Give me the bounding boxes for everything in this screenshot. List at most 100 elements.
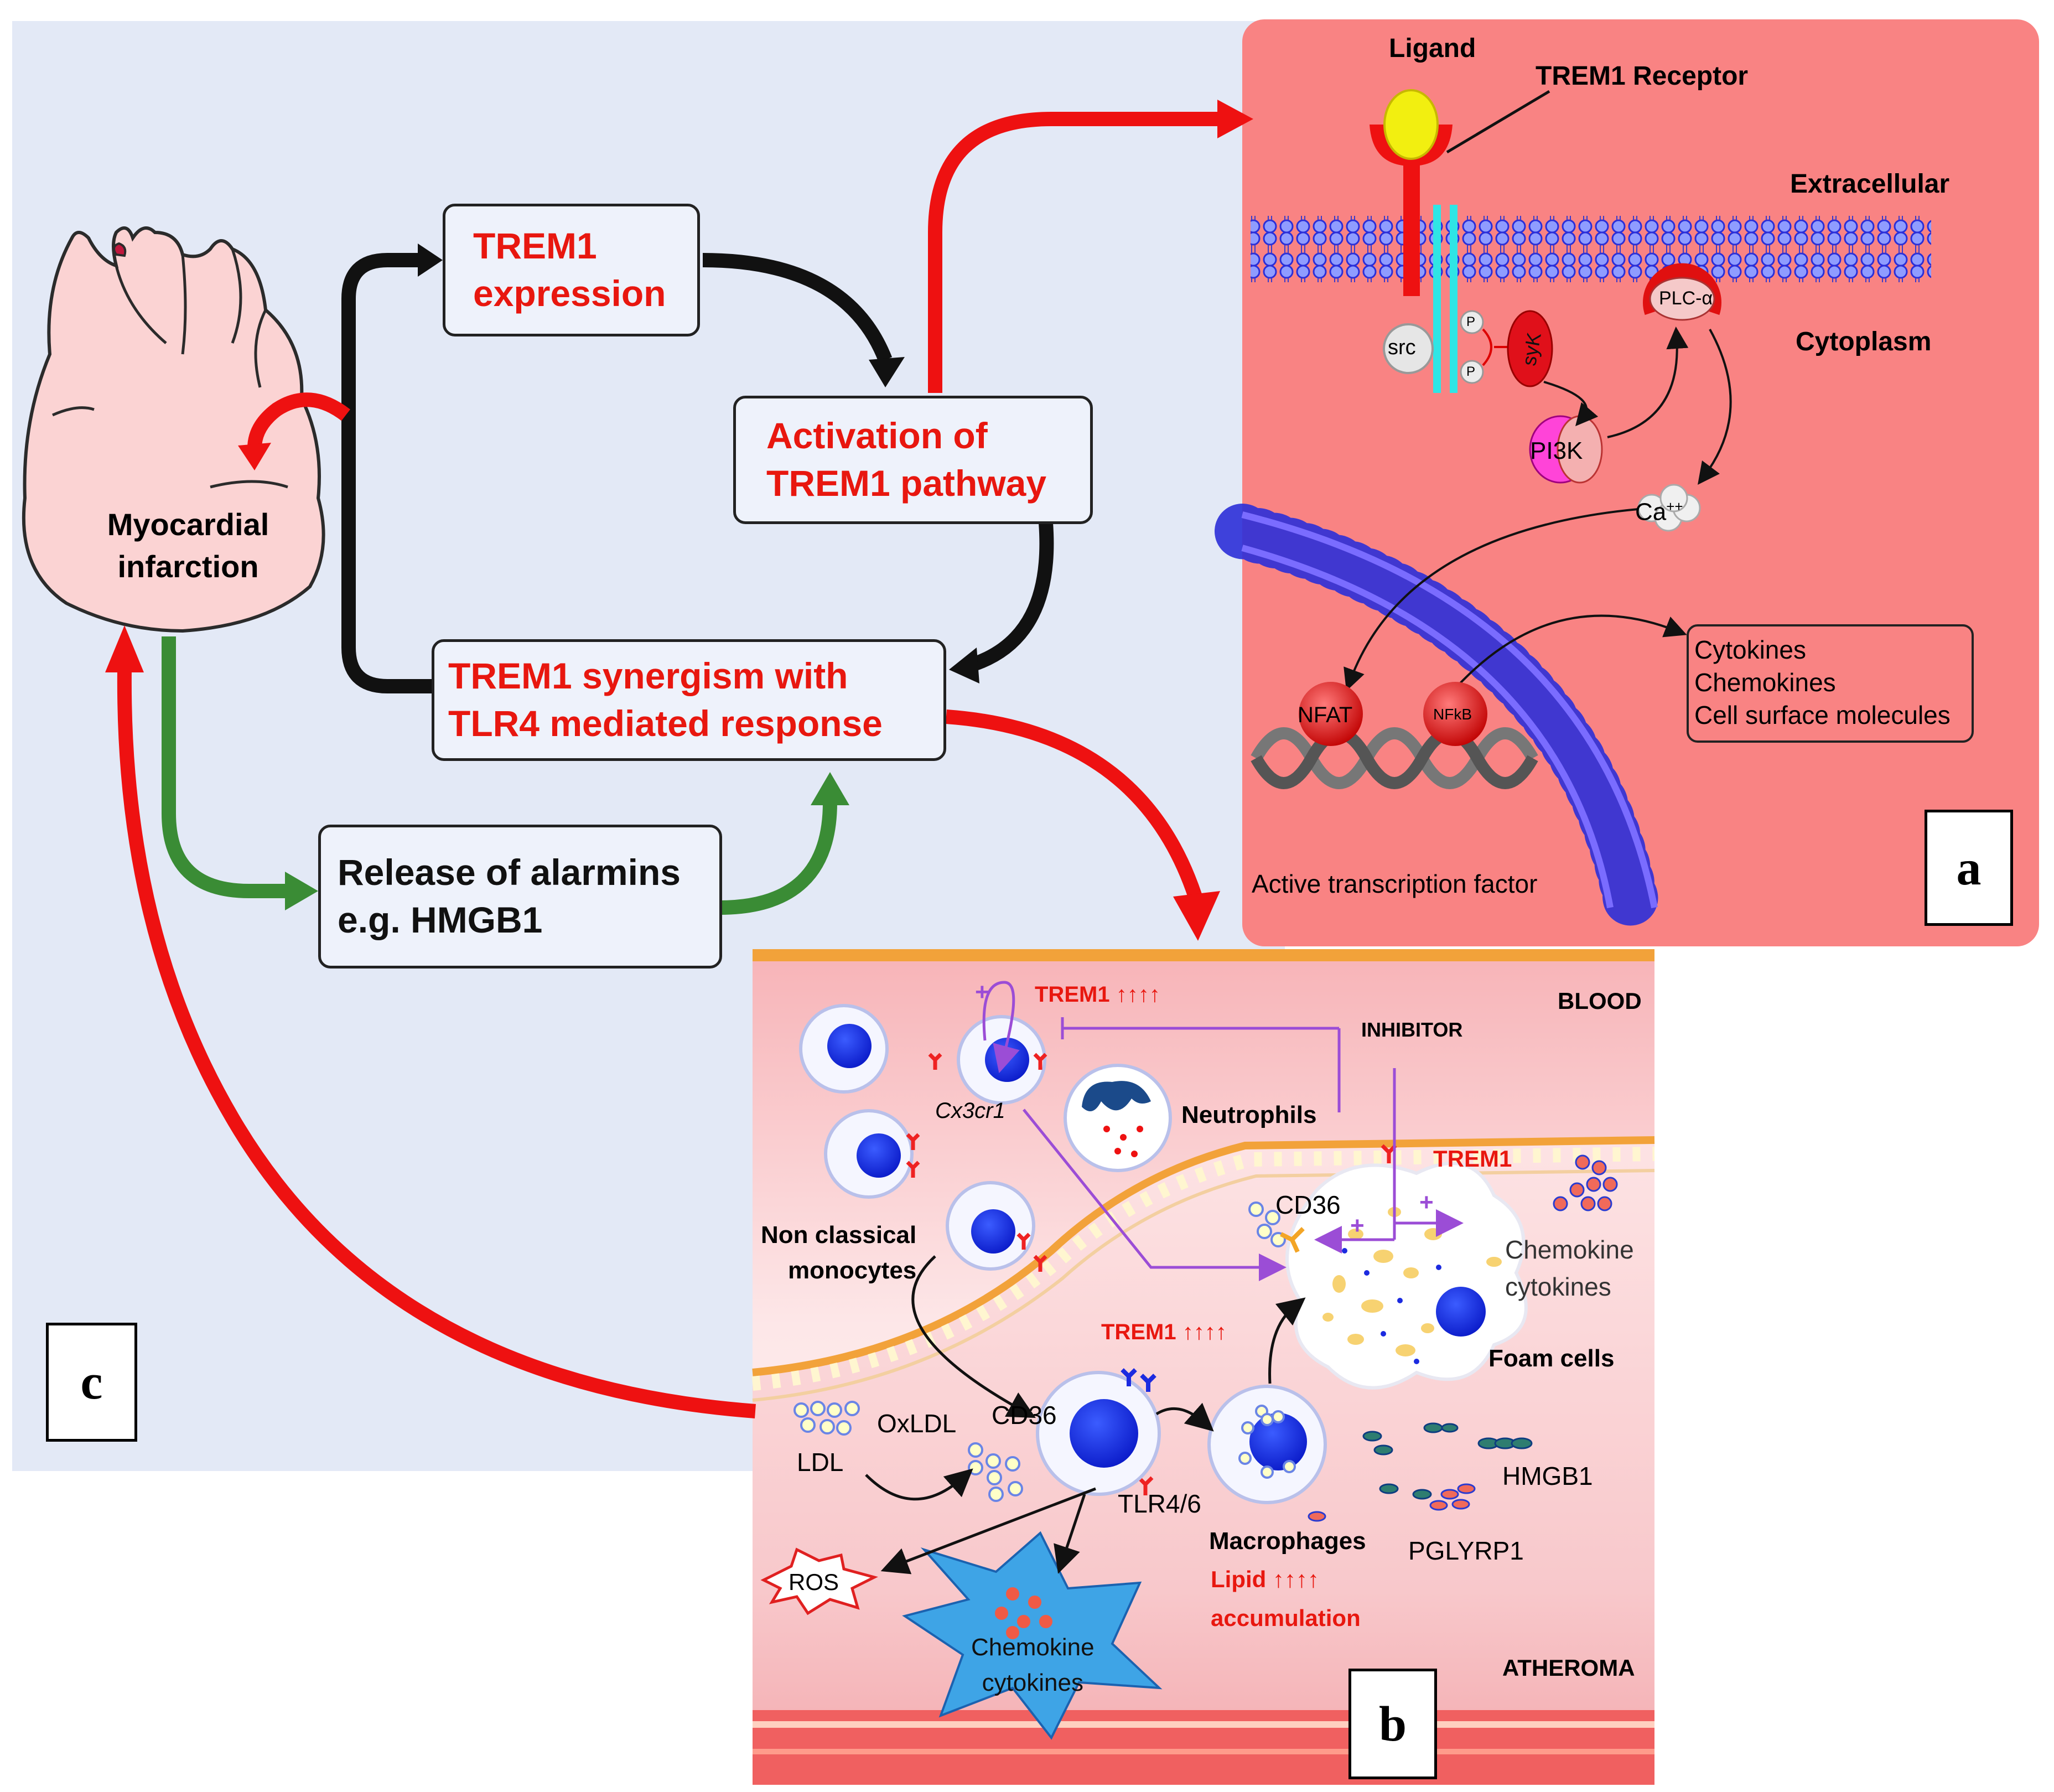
phospho-2 [1460, 360, 1484, 384]
tm-rod-1 [1433, 205, 1441, 393]
trem1-receptor-cup [1370, 125, 1453, 166]
foam-lipid-droplets [1322, 1207, 1502, 1356]
label-nfat: NFAT [1298, 703, 1353, 727]
box-alarmins-line2: e.g. HMGB1 [338, 899, 543, 940]
label-pglyrp1: PGLYRP1 [1408, 1536, 1524, 1565]
output-cell-surface: Cell surface molecules [1694, 700, 1951, 729]
box-trem1-activation: Activation of TREM1 pathway [733, 396, 1093, 524]
nuclear-membrane-dots [1215, 504, 1660, 935]
label-accumulation: accumulation [1211, 1605, 1361, 1631]
red-feedback-arrow [117, 669, 756, 1418]
label-macrophages: Macrophages [1209, 1527, 1366, 1555]
neutrophil-nucleus [1082, 1081, 1151, 1111]
activation-to-synergism-arrow [971, 522, 1054, 671]
label-nfkb: NFkB [1433, 706, 1472, 723]
trem1-glyphs [906, 1053, 1397, 1495]
lipid-arrows: ↑↑↑↑ [1272, 1566, 1319, 1592]
outputs-label: Cytokines Chemokines Cell surface molecu… [1694, 634, 1951, 732]
syk-node [1507, 310, 1553, 387]
box-expression-line1: TREM1 [473, 225, 597, 267]
box-expression-line2: expression [473, 273, 666, 314]
box-synergism-line2: TLR4 mediated response [448, 703, 883, 744]
src-node [1383, 323, 1434, 374]
plus-blood: + [975, 978, 989, 1006]
output-cytokines: Cytokines [1694, 635, 1806, 664]
neutrophil-cell [1064, 1064, 1172, 1172]
panel-a-background [1242, 19, 2039, 946]
box-release-alarmins: Release of alarmins e.g. HMGB1 [318, 825, 722, 968]
blood-monocyte-1 [799, 1004, 889, 1094]
blood-monocyte-2 [824, 1109, 914, 1199]
label-src: src [1388, 336, 1416, 359]
ldl-particles [793, 1201, 1296, 1502]
label-ca-text: Ca [1635, 498, 1667, 526]
hmgb1-particles [1362, 1422, 1533, 1500]
foam-cytokine-dots [1553, 1154, 1618, 1211]
pglyrp1-particles [1308, 1483, 1476, 1522]
box-synergism-line1: TREM1 synergism with [448, 655, 848, 697]
red-to-panel-b-arrow [946, 709, 1202, 899]
non-classical-line1: Non classical [761, 1221, 917, 1249]
outputs-box [1687, 624, 1974, 743]
label-hmgb1: HMGB1 [1502, 1462, 1593, 1490]
trem1-receptor-stem [1403, 163, 1420, 296]
heart-label: Myocardial infarction [97, 504, 279, 587]
label-blood: BLOOD [1558, 988, 1642, 1014]
tm-rod-2 [1450, 205, 1457, 393]
box-activation-line1: Activation of [766, 415, 988, 457]
nuclear-membrane-line-1 [1241, 511, 1658, 909]
dna-strand-2 [1251, 727, 1538, 789]
label-lipid: Lipid ↑↑↑↑ [1211, 1566, 1319, 1593]
label-chemokine-star: Chemokine cytokines [971, 1630, 1095, 1701]
red-to-panel-a-arrow [928, 112, 1220, 393]
plus-foam-1: + [1350, 1212, 1365, 1239]
label-ca-sup: ++ [1666, 498, 1683, 515]
label-chemokine-foam: Chemokine cytokines [1505, 1231, 1634, 1305]
label-ligand: Ligand [1389, 34, 1476, 63]
label-pi3k: PI3K [1530, 437, 1583, 464]
label-tlr: TLR4/6 [1118, 1489, 1201, 1518]
black-loop-arrow [341, 253, 437, 693]
label-trem1-foam: TREM1 [1433, 1146, 1512, 1172]
label-extracellular: Extracellular [1790, 169, 1950, 199]
syk-link [1482, 328, 1492, 366]
box-alarmins-line1: Release of alarmins [338, 852, 681, 893]
red-to-heart-arrow [247, 392, 350, 449]
label-cx3cr1: Cx3cr1 [935, 1099, 1005, 1123]
nuclear-membrane-line-2 [1241, 545, 1614, 909]
receptor-pointer-line [1446, 90, 1550, 154]
trem1-mid-text: TREM1 [1101, 1320, 1176, 1344]
label-p2: P [1466, 364, 1476, 379]
chemokine-foam-line2: cytokines [1505, 1272, 1611, 1301]
non-classical-monocyte [946, 1181, 1035, 1271]
foam-cell-nucleus [1436, 1287, 1486, 1337]
expression-to-activation-arrow [702, 253, 893, 362]
label-active-tf: Active transcription factor [1252, 869, 1538, 898]
panel-letter-b: b [1348, 1669, 1437, 1779]
green-to-alarmins-arrow [162, 636, 288, 898]
label-neutrophils: Neutrophils [1181, 1101, 1317, 1128]
heart-label-line1: Myocardial [107, 507, 269, 542]
label-trem1-mid: TREM1 ↑↑↑↑ [1101, 1320, 1227, 1345]
output-chemokines: Chemokines [1694, 667, 1836, 697]
box-trem1-expression: TREM1 expression [443, 204, 700, 336]
label-inhibitor: INHIBITOR [1361, 1018, 1463, 1041]
ca-ion-4 [1659, 484, 1688, 512]
plus-foam-2: + [1419, 1189, 1434, 1216]
label-p1: P [1466, 314, 1476, 329]
cd36-foam-receptor [1280, 1227, 1305, 1253]
phospho-1 [1460, 310, 1484, 334]
trem1-blood-arrows: ↑↑↑↑ [1116, 982, 1160, 1007]
inhibitor-lines [982, 981, 1464, 1281]
heart-shape [22, 226, 325, 633]
blood-monocyte-3 [957, 1015, 1046, 1105]
label-atheroma: ATHEROMA [1502, 1655, 1635, 1681]
chemokine-foam-line1: Chemokine [1505, 1235, 1634, 1264]
vessel-top-band [753, 949, 1654, 961]
label-oxldl: OxLDL [877, 1409, 957, 1438]
chemokine-star-line2: cytokines [982, 1669, 1083, 1696]
box-trem1-synergism: TREM1 synergism with TLR4 mediated respo… [432, 639, 946, 761]
lipid-text: Lipid [1211, 1566, 1267, 1592]
